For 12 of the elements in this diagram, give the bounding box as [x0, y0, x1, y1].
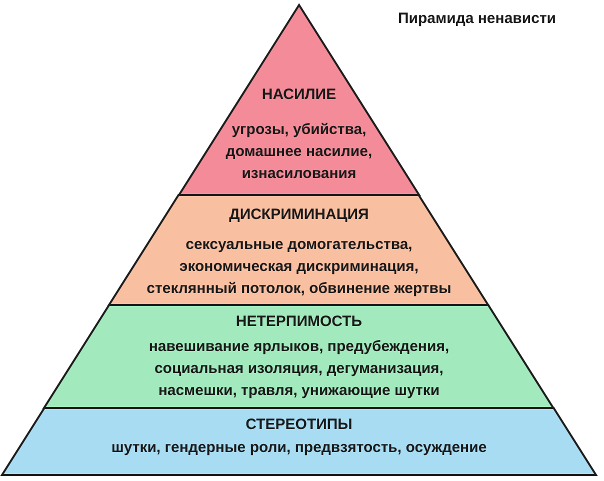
level-description: угрозы, убийства, домашнее насилие, изнасилования: [226, 120, 372, 184]
pyramid-level: [109, 195, 489, 305]
level-description: навешивание ярлыков, предубеждения, социальная изоляция, дегуманизация, насмешки, травля, унижающие шутки: [148, 337, 450, 401]
level-heading: СТЕРЕОТИПЫ: [246, 415, 352, 435]
level-heading: НЕТЕРПИМОСТЬ: [236, 312, 362, 332]
level-heading: НАСИЛИЕ: [262, 85, 336, 105]
level-heading: ДИСКРИМИНАЦИЯ: [229, 205, 369, 225]
pyramid-level: [2, 408, 596, 475]
diagram-title: Пирамида ненависти: [398, 9, 556, 29]
level-description: шутки, гендерные роли, предвзятость, осуждение: [111, 438, 487, 458]
level-description: сексуальные домогательства, экономическая дискриминация, стеклянный потолок, обвинение жертвы: [146, 235, 452, 299]
pyramid-level: [44, 305, 554, 408]
